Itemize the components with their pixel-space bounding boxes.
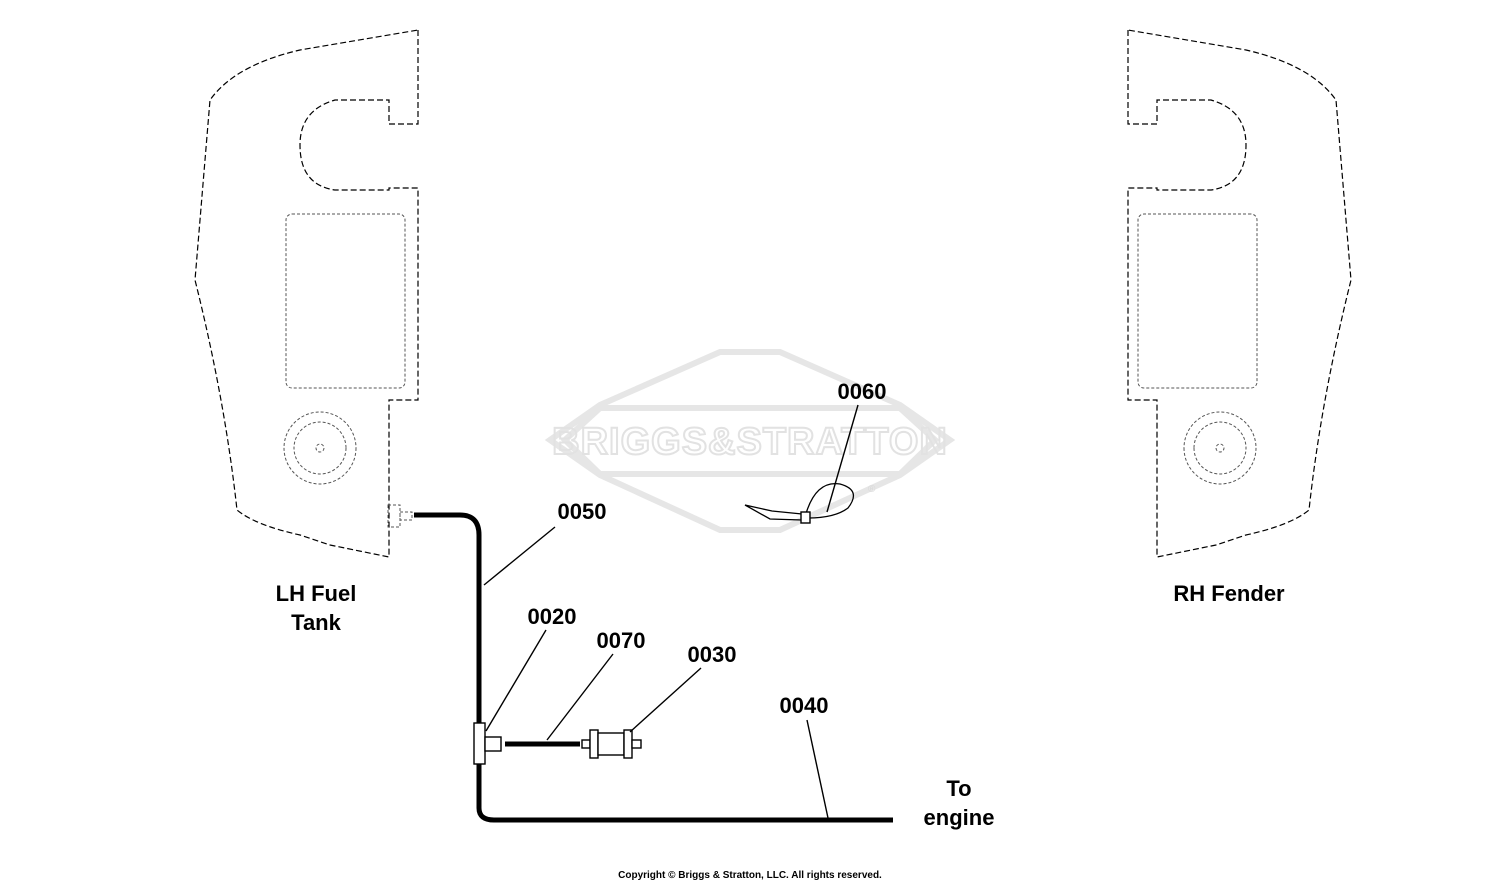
leader-0040 — [806, 719, 829, 819]
tee-branch — [484, 736, 502, 752]
rh-fender-recess — [1137, 213, 1258, 389]
fuel-hose-0050 — [414, 512, 482, 725]
copyright-notice: Copyright © Briggs & Stratton, LLC. All … — [618, 870, 882, 881]
callout-0040: 0040 — [780, 693, 829, 718]
lh-tank-recess — [285, 213, 406, 389]
callout-0050: 0050 — [558, 499, 607, 524]
tee-fitting-0020 — [473, 722, 502, 765]
tee-body — [473, 722, 486, 765]
leader-0060 — [826, 404, 859, 513]
lh-fuel-tank — [194, 29, 419, 558]
fuel-hose-0040 — [476, 762, 893, 823]
leader-0030 — [629, 667, 702, 733]
rh-fender-outline — [1127, 29, 1352, 558]
filter-end-cap-right — [623, 729, 633, 759]
leader-0050 — [483, 526, 556, 586]
leader-lines — [483, 404, 859, 819]
cable-tie-tail — [744, 504, 803, 521]
filter-end-cap-left — [589, 729, 599, 759]
filter-body — [597, 732, 625, 756]
lh-tank-outline — [194, 29, 419, 558]
leader-0070 — [546, 653, 614, 741]
lh-tank-cap-inner — [293, 421, 347, 475]
label-lh-fuel-tank-line1: LH Fuel — [276, 581, 357, 606]
rh-fender-cap-inner — [1193, 421, 1247, 475]
rh-fender-cap-center — [1215, 443, 1225, 453]
callout-0070: 0070 — [597, 628, 646, 653]
rh-fender-cap-outer — [1183, 411, 1257, 485]
briggs-stratton-watermark: BRIGGS&STRATTON ® — [544, 349, 956, 533]
callout-0060: 0060 — [838, 379, 887, 404]
callout-0030: 0030 — [688, 642, 737, 667]
watermark-badge-shape — [544, 349, 956, 533]
label-to-engine-line2: engine — [924, 805, 995, 830]
callout-0020: 0020 — [528, 604, 577, 629]
filter-inlet — [581, 739, 591, 749]
fuel-filter-0030 — [581, 729, 642, 759]
watermark-inner-band — [560, 405, 940, 477]
lh-tank-cap-center — [315, 443, 325, 453]
filter-outlet — [631, 739, 642, 749]
lh-tank-cap-outer — [283, 411, 357, 485]
watermark-text: BRIGGS&STRATTON — [552, 421, 948, 463]
label-rh-fender: RH Fender — [1173, 581, 1285, 606]
lh-tank-outlet-nipple — [399, 511, 413, 521]
label-to-engine-line1: To — [946, 776, 971, 801]
label-lh-fuel-tank-line2: Tank — [291, 610, 341, 635]
leader-0020 — [485, 629, 547, 732]
lh-tank-outlet-fitting — [387, 504, 401, 528]
cable-tie-0060 — [744, 482, 855, 524]
rh-fender — [1127, 29, 1352, 558]
cable-tie-loop — [804, 482, 855, 519]
cable-tie-head — [800, 511, 811, 524]
watermark-registered-mark: ® — [868, 484, 876, 495]
